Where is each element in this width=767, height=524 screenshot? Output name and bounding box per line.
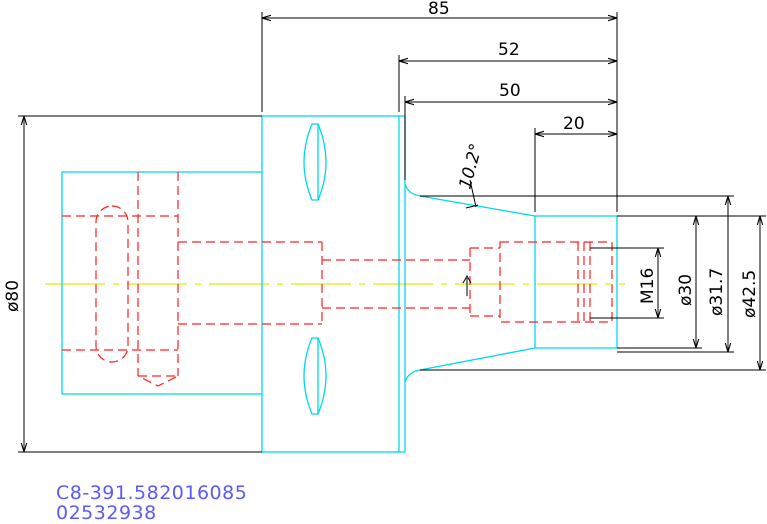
dim-overall-length: 85: [428, 0, 450, 19]
dim-thread: M16: [638, 268, 658, 304]
dim-length-20: 20: [563, 114, 585, 134]
dim-taper-angle: 10.2°: [456, 141, 487, 191]
dim-length-52: 52: [498, 40, 520, 60]
dim-bore-diameter: ø30: [676, 274, 696, 306]
hidden-lines: [62, 172, 613, 387]
part-number-label: 02532938: [56, 502, 157, 524]
dim-collar-diameter: ø31.7: [707, 268, 727, 316]
dim-flange-diameter: ø80: [3, 280, 23, 312]
dim-cone-diameter: ø42.5: [740, 270, 760, 318]
dimension-lines: [18, 12, 766, 453]
part-outline: [61, 115, 618, 453]
dim-length-50: 50: [499, 81, 521, 101]
part-code-label: C8-391.582016085: [56, 482, 248, 504]
